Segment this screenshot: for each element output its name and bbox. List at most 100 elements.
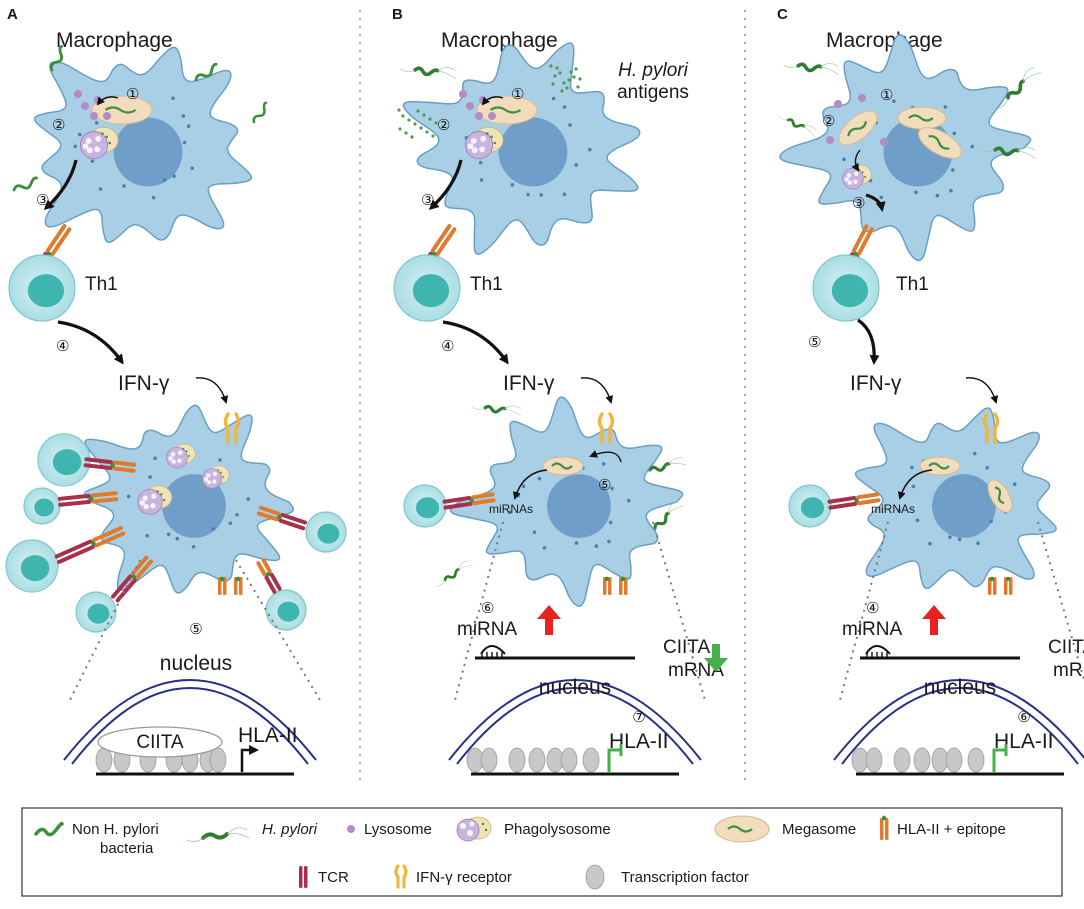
phagolysosome-b1-dot [182,447,185,450]
hp-bb4-body [443,568,460,582]
tcr-hla-bottom-epitope [854,498,859,503]
macrophage-top-granule [77,132,82,137]
hp-c3-body [786,118,806,128]
th1-label: Th1 [85,274,118,295]
phagolysosome-top-vesicle [94,146,101,153]
antigen-dot [549,64,553,68]
arrow-top-2 [43,159,78,211]
hla-bottom-1-b [608,577,612,595]
tcr-hla-b5-hla-a [256,511,279,522]
legend-hp: H. pylori [262,821,318,838]
phagolysosome-top-dot [493,141,497,145]
macrophage-bottom-granule [928,541,932,546]
tcr-hla-bottom-tcr-b [828,501,858,510]
macrophage-top-granule [186,124,191,129]
ifn-receptor-icon [394,864,408,889]
arrow-ifn-receptor [195,377,229,404]
macrophage-bottom-granule [911,484,916,489]
non-hp-bacteria-icon [34,821,64,837]
macrophage-bottom-granule [218,458,222,462]
ifn-receptor [597,412,615,444]
antigen-dot [416,109,420,113]
megasome-bottom-2 [987,479,1013,513]
tcr-hla-b1-epitope [110,463,115,468]
phagolysosome-b3-vesicle [150,503,156,509]
step-infect: ⑤ [598,477,611,494]
macrophage-bottom-granule [574,541,579,545]
lysosome-top [90,112,98,120]
ifn-label: IFN-γ [503,372,555,395]
lysosome-top [94,96,102,104]
hla-bottom-1-a [218,577,222,595]
macrophage-top-granule [479,178,484,182]
phagolysosome-top-vesicle [479,146,486,153]
tcr-hla-b1-hla-a [112,460,137,467]
macrophage-bottom-nucleus [932,474,996,538]
lysosome-top [74,90,82,98]
macrophage-bottom-granule [508,510,512,515]
th1-bottom-4-core [87,603,110,624]
megasome-bottom-2-bacterium [994,486,1005,505]
mirna-up-arrow [537,605,561,635]
bacterium-a1-body [49,44,64,72]
transcription-factor [967,747,985,773]
hp-c1-body [796,62,823,73]
phagolysosome-top-vesicle [847,180,853,185]
phagolysosome-b1-dot [185,450,188,453]
phagolysosome-top-dot [101,132,104,135]
phagolysosome-b1-vesicle [171,459,177,464]
hla-bottom-2-a [234,577,238,595]
hp-c2 [997,67,1041,109]
step-cytokine: ④ [56,338,69,355]
macrophage-bottom-granule [516,493,521,498]
tcr-hla-top-epitope [853,251,858,257]
legend-megasome: Megasome [782,821,856,838]
transcription-factor [851,747,869,773]
macrophage-bottom-granule [191,544,196,549]
lysosome-top [466,102,474,110]
hla-epitope-icon [880,815,889,840]
tcr-hla-b4-hla-b [135,559,153,580]
macrophage-bottom-granule [211,527,216,531]
transcription-factor [480,747,498,773]
hp-bb2-body [648,462,671,472]
hla-bottom-2 [1004,576,1013,595]
phagolysosome-top-vesicle [480,135,487,142]
hp-c1 [783,62,839,76]
phagolysosome-b2 [201,465,230,489]
hla-bottom-2-a [1004,577,1008,595]
phagolysosome-top-dot [105,135,108,138]
tcr-hla-b6-epitope [265,572,271,577]
megasome-bottom [542,456,584,476]
step-mirna: ④ [866,600,879,617]
lysosome-top [103,112,111,120]
zoom-line-left [839,521,889,701]
th1-bottom-3-core [20,555,50,582]
legend-box [21,807,1063,897]
transcription-factor [865,747,883,773]
phagolysosome-b2-vesicle [206,480,212,485]
arrow-top-1 [96,96,119,106]
step-top-1: ① [880,87,893,104]
phagolysosome-top-dot [858,168,861,171]
tcr-icon [299,866,308,888]
legend-ifn-receptor: IFN-γ receptor [416,869,512,886]
tf-icon [585,864,605,890]
hla-bottom-1-epitope [219,576,225,582]
megasome-top-bacterium [104,106,137,114]
step-top-2: ② [822,113,835,130]
tcr-hla-b1-tcr-b [83,463,113,471]
phagolysosome-top-dot [861,171,864,174]
macrophage-top-granule [949,188,953,193]
macrophage-bottom-granule [166,532,171,537]
phagolysosome-b3-vesicle [151,493,157,499]
tcr-hla-top-hla-a [851,224,869,253]
antigen-dot [410,135,414,139]
tcr-hla-top-hla-b [435,227,457,256]
panel-letter: A [7,6,18,23]
tcr-hla-top-hla-b [857,227,874,256]
arrow-th1-ifn [442,320,509,365]
macrophage-top-granule [539,193,543,197]
tcr-hla-bottom-hla-a [471,492,495,500]
